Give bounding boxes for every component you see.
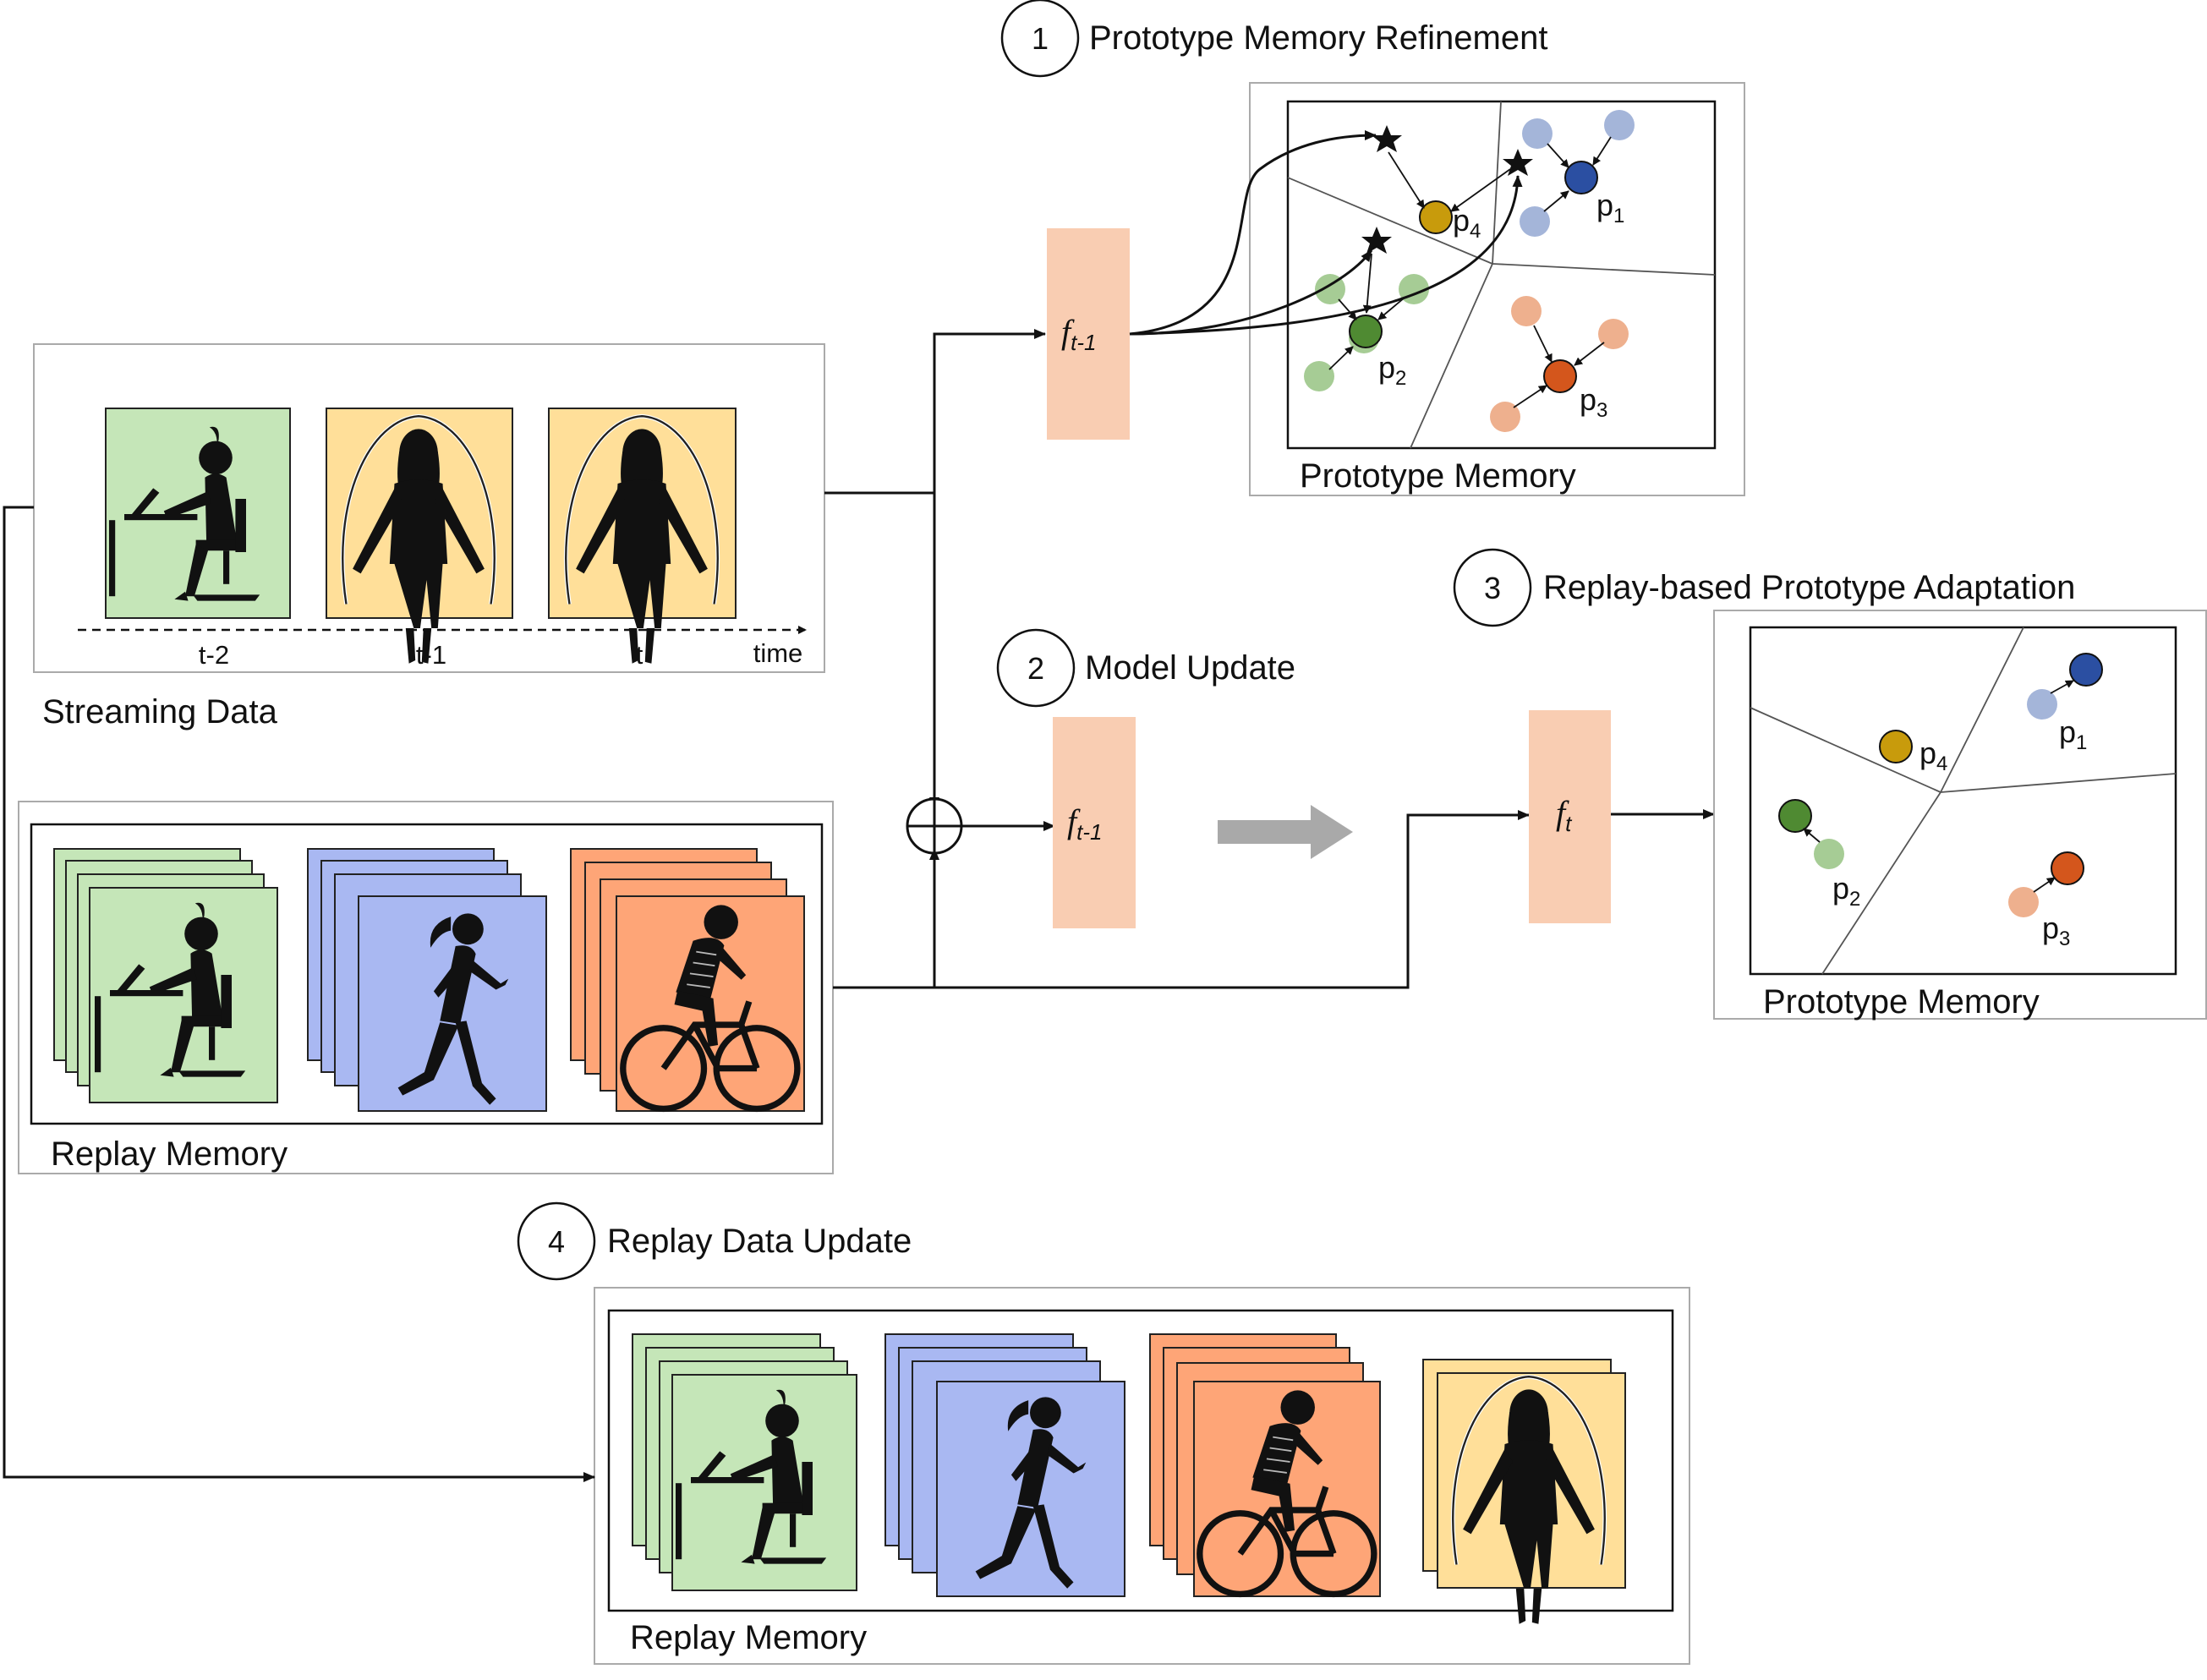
svg-text:p4: p4 bbox=[1453, 203, 1481, 243]
star-marker bbox=[1503, 149, 1533, 176]
star-marker bbox=[1361, 227, 1392, 254]
svg-text:Replay-based Prototype Adaptat: Replay-based Prototype Adaptation bbox=[1543, 569, 2075, 606]
prototype-p3 bbox=[2051, 851, 2084, 885]
step-2-label: 2 Model Update bbox=[996, 628, 1295, 708]
tick-t-2: t-2 bbox=[199, 640, 229, 670]
svg-text:4: 4 bbox=[548, 1224, 565, 1259]
prototype-memory-adapted-title: Prototype Memory bbox=[1763, 983, 2040, 1021]
streaming-data-panel: t-2 t-1 t time bbox=[33, 343, 825, 673]
svg-text:1: 1 bbox=[1032, 21, 1049, 56]
svg-text:p1: p1 bbox=[1596, 188, 1624, 227]
tick-t: t bbox=[636, 640, 643, 670]
prototype-p1 bbox=[1564, 161, 1598, 194]
embedding-arrows bbox=[1129, 130, 1523, 336]
prototype-p2 bbox=[1778, 799, 1812, 833]
svg-text:2: 2 bbox=[1027, 651, 1044, 686]
step-3-label: 3 Replay-based Prototype Adaptation bbox=[1453, 548, 2075, 627]
model-block-f-t-1-middle: ft-1 bbox=[1053, 717, 1136, 928]
flow-lines bbox=[3, 329, 1715, 1482]
model-block-f-t: ft bbox=[1529, 710, 1611, 923]
model-update-arrow bbox=[1218, 805, 1353, 859]
step-1-label: 1 Prototype Memory Refinement bbox=[1000, 0, 1547, 78]
tick-t-1: t-1 bbox=[416, 640, 446, 670]
prototype-p4 bbox=[1879, 730, 1913, 763]
replay-memory-updated-panel bbox=[594, 1287, 1690, 1665]
svg-text:p2: p2 bbox=[1832, 871, 1860, 911]
prototype-p4 bbox=[1419, 200, 1453, 234]
prototype-memory-adapted-panel: p1 p2 p3 p4 bbox=[1713, 610, 2207, 1020]
svg-text:p3: p3 bbox=[2042, 911, 2070, 950]
time-axis-label: time bbox=[753, 638, 803, 668]
sum-node bbox=[906, 797, 963, 855]
svg-text:3: 3 bbox=[1484, 571, 1501, 605]
prototype-memory-title: Prototype Memory bbox=[1300, 457, 1576, 495]
prototype-p3 bbox=[1543, 359, 1577, 393]
replay-memory-title: Replay Memory bbox=[51, 1136, 288, 1173]
streaming-data-title: Streaming Data bbox=[42, 693, 278, 731]
svg-text:p1: p1 bbox=[2059, 714, 2087, 754]
prototype-memory-panel: p1 p2 p3 p4 bbox=[1249, 82, 1745, 496]
step-4-label: 4 Replay Data Update bbox=[517, 1201, 912, 1281]
star-marker bbox=[1372, 125, 1402, 152]
svg-text:Model Update: Model Update bbox=[1085, 649, 1295, 687]
prototype-p1 bbox=[2069, 653, 2103, 687]
svg-text:Replay Data Update: Replay Data Update bbox=[607, 1223, 912, 1260]
model-block-f-t-1-top: ft-1 bbox=[1047, 228, 1130, 440]
replay-memory-updated-title: Replay Memory bbox=[630, 1619, 867, 1656]
svg-text:Prototype Memory Refinement: Prototype Memory Refinement bbox=[1089, 19, 1547, 57]
svg-text:p4: p4 bbox=[1919, 736, 1947, 775]
prototype-p2 bbox=[1349, 315, 1383, 348]
svg-text:p2: p2 bbox=[1378, 350, 1406, 390]
svg-text:p3: p3 bbox=[1580, 382, 1607, 422]
replay-memory-panel bbox=[18, 801, 834, 1174]
